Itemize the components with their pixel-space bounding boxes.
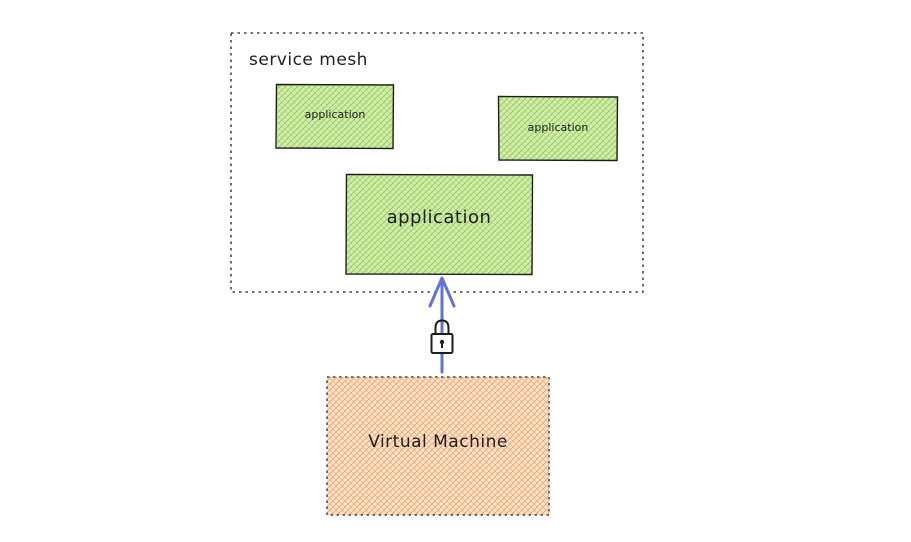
- virtual-machine-box: [326, 376, 550, 516]
- application-box-small-1: [275, 83, 395, 150]
- virtual-machine-label: Virtual Machine: [368, 432, 508, 452]
- application-label: application: [527, 121, 589, 134]
- application-label: application: [304, 108, 366, 121]
- application-box-small-2: [497, 95, 619, 162]
- arrow-up-icon: [428, 276, 456, 374]
- application-label: application: [386, 207, 492, 228]
- application-box-large: [345, 173, 534, 276]
- lock-icon: [430, 319, 454, 354]
- service-mesh-label: service mesh: [249, 50, 368, 70]
- service-mesh-container: [230, 32, 644, 293]
